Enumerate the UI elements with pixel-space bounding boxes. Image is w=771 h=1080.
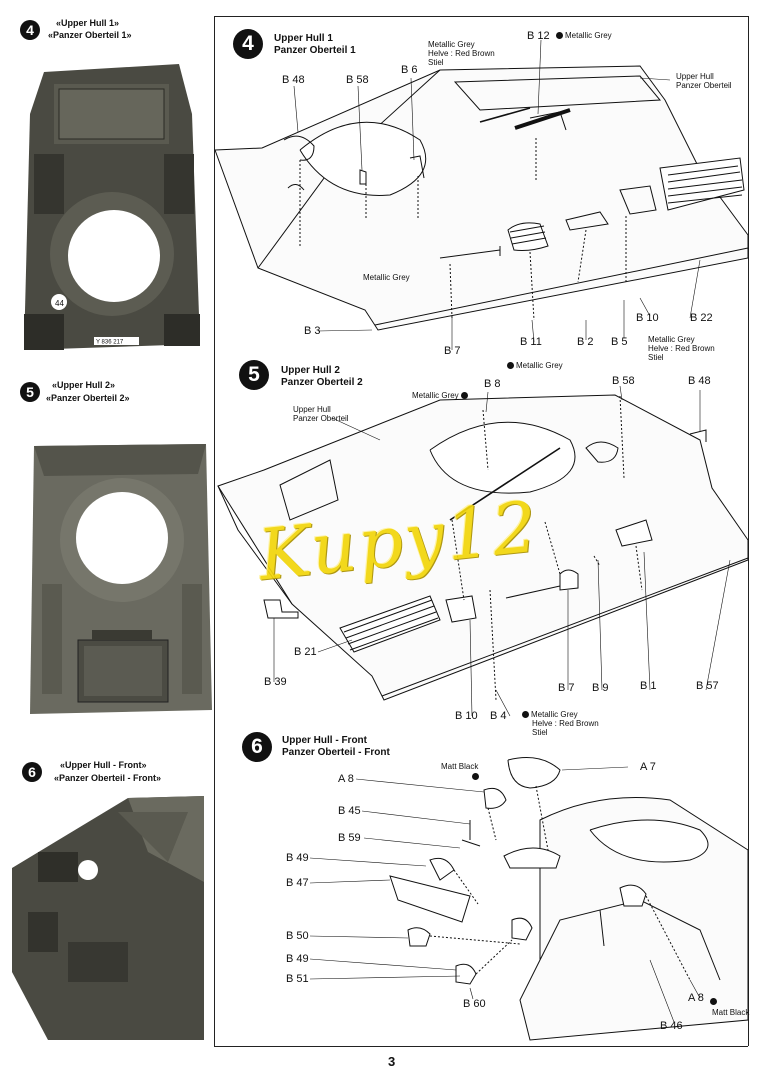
step-6-photo-title-en: «Upper Hull - Front» (60, 760, 147, 770)
part-b9: B 9 (592, 682, 609, 694)
part-b49b: B 49 (286, 953, 309, 965)
step-6-number: 6 (242, 732, 272, 762)
part-b58: B 58 (346, 74, 369, 86)
step-4-title-de: Panzer Oberteil 1 (274, 45, 356, 56)
step-4-photo-title-de: «Panzer Oberteil 1» (48, 30, 132, 40)
part-b58-5: B 58 (612, 375, 635, 387)
tank-hull-front-photo (12, 796, 204, 1040)
part-b45: B 45 (338, 805, 361, 817)
tank-hull-rear-photo (30, 444, 212, 714)
part-b4: B 4 (490, 710, 507, 722)
note-upper-hull: Upper Hull Panzer Oberteil (676, 72, 732, 90)
part-b12: B 12 (527, 30, 550, 42)
part-b10: B 10 (636, 312, 659, 324)
part-b48-5: B 48 (688, 375, 711, 387)
part-a8: A 8 (338, 773, 354, 785)
step-5-title-de: Panzer Oberteil 2 (281, 377, 363, 388)
part-b50: B 50 (286, 930, 309, 942)
note-matt-black-b: Matt Black (712, 1008, 750, 1017)
part-b49a: B 49 (286, 852, 309, 864)
part-b47: B 47 (286, 877, 309, 889)
note-upper-hull-5: Upper Hull Panzer Oberteil (293, 405, 349, 423)
svg-text:Y 836 217: Y 836 217 (96, 340, 124, 346)
step-6-title-de: Panzer Oberteil - Front (282, 747, 390, 758)
column-divider (214, 16, 215, 1046)
step-6-number-small: 6 (22, 762, 42, 782)
matt-black-dot-a (472, 773, 479, 780)
step-4-number: 4 (233, 29, 263, 59)
tank-hull-top-photo: 44 Y 836 217 (14, 44, 208, 358)
note-helve-b: Metallic Grey Helve : Red Brown Stiel (648, 335, 715, 362)
part-b11: B 11 (520, 336, 542, 348)
step-6-title-en: Upper Hull - Front (282, 735, 367, 746)
part-b7-5: B 7 (558, 682, 575, 694)
part-b39: B 39 (264, 676, 287, 688)
step-5-photo-title-en: «Upper Hull 2» (52, 380, 116, 390)
svg-text:44: 44 (55, 299, 64, 308)
step-5-number: 5 (239, 360, 269, 390)
part-b21: B 21 (294, 646, 317, 658)
matt-black-dot-b (710, 998, 717, 1005)
note-metallic-grey-b: Metallic Grey (363, 273, 410, 282)
note-matt-black-a: Matt Black (441, 762, 479, 771)
step-5-number-small: 5 (20, 382, 40, 402)
bottom-border (214, 1046, 748, 1047)
right-border (748, 16, 749, 1046)
note-metallic-grey-5: Metallic Grey (412, 391, 470, 400)
part-b59: B 59 (338, 832, 361, 844)
part-b5: B 5 (611, 336, 628, 348)
part-b7: B 7 (444, 345, 461, 357)
step-4-number-small: 4 (20, 20, 40, 40)
part-b1: B 1 (640, 680, 657, 692)
part-b48: B 48 (282, 74, 305, 86)
step-5-reference-photo (22, 434, 218, 722)
part-a7: A 7 (640, 761, 656, 773)
step-4-photo-title-en: «Upper Hull 1» (56, 18, 120, 28)
step-5-photo-title-de: «Panzer Oberteil 2» (46, 393, 130, 403)
step-6-photo-title-de: «Panzer Oberteil - Front» (54, 773, 162, 783)
note-metallic-grey: Metallic Grey (556, 31, 612, 40)
part-b2: B 2 (577, 336, 594, 348)
part-b8: B 8 (484, 378, 501, 390)
step-5-title-en: Upper Hull 2 (281, 365, 340, 376)
part-b22: B 22 (690, 312, 713, 324)
part-b3: B 3 (304, 325, 321, 337)
part-b60: B 60 (463, 998, 486, 1010)
part-a8b: A 8 (688, 992, 704, 1004)
page-number: 3 (388, 1054, 396, 1069)
note-helve-a: Metallic Grey Helve : Red Brown Stiel (428, 40, 495, 67)
part-b6: B 6 (401, 64, 418, 76)
note-helve-5: Metallic Grey Helve : Red Brown Stiel (522, 710, 599, 737)
step-4-reference-photo: 44 Y 836 217 (14, 44, 208, 358)
part-b51: B 51 (286, 973, 309, 985)
top-border (214, 16, 748, 17)
step-4-title-en: Upper Hull 1 (274, 33, 333, 44)
part-b10-5: B 10 (455, 710, 478, 722)
part-b46: B 46 (660, 1020, 683, 1032)
note-metallic-grey-c: Metallic Grey (507, 361, 563, 370)
step-6-reference-photo (8, 792, 204, 1040)
part-b57: B 57 (696, 680, 719, 692)
